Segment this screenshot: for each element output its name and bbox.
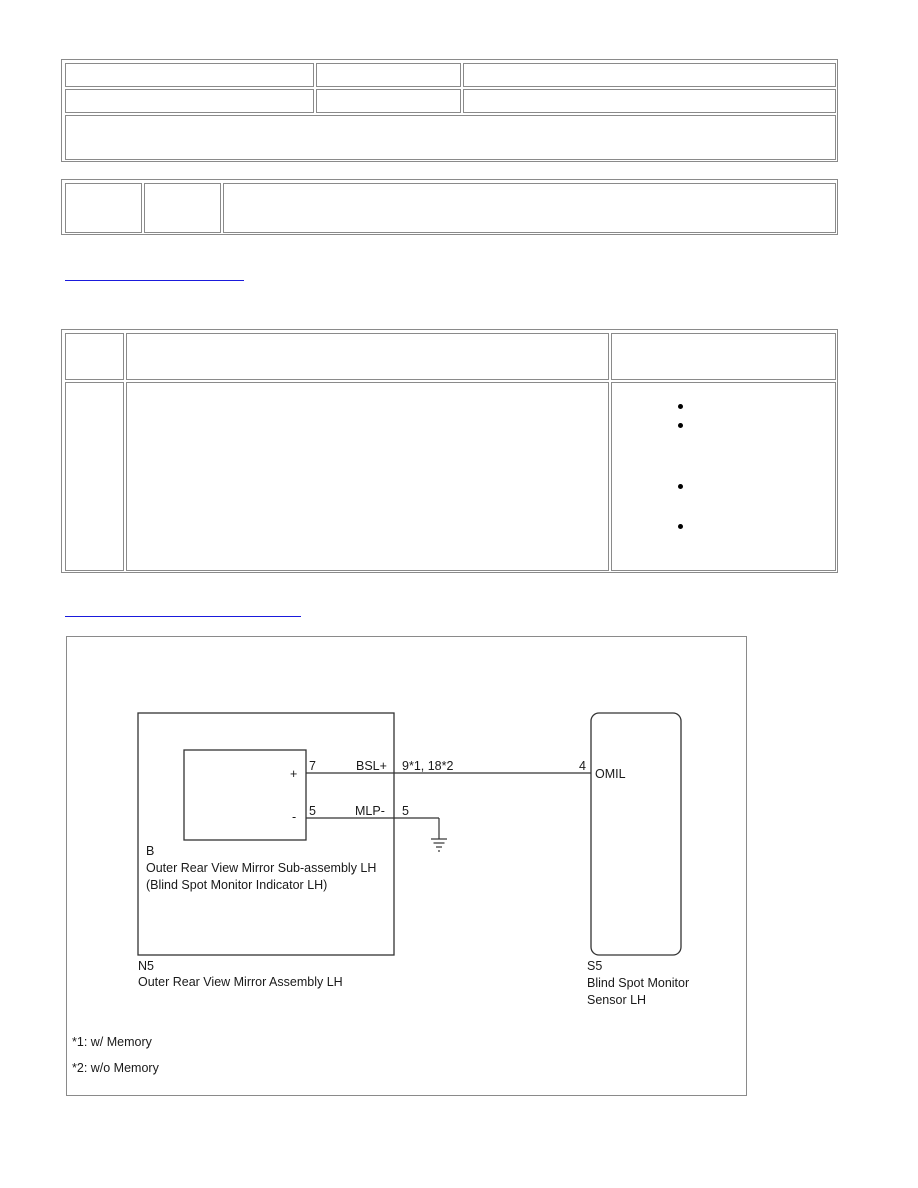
table2-cell-c1 <box>65 183 142 233</box>
table1-cell-r2c1 <box>65 89 314 113</box>
sensor-pin-number: 4 <box>579 759 586 773</box>
minus-sign: - <box>292 810 296 824</box>
footnote-1: *1: w/ Memory <box>72 1035 153 1049</box>
pin-minus-number: 5 <box>309 804 316 818</box>
component-name-line2: (Blind Spot Monitor Indicator LH) <box>146 878 327 892</box>
assembly-name: Outer Rear View Mirror Assembly LH <box>138 975 343 989</box>
table1-cell-r1c3 <box>463 63 836 87</box>
sensor-name-line1: Blind Spot Monitor <box>587 976 689 990</box>
dtc-row-cell-3 <box>611 382 836 571</box>
mirror-assembly-box <box>137 712 395 956</box>
indicator-component-box <box>183 749 307 841</box>
dtc-header-cell-1 <box>65 333 124 380</box>
dtc-table <box>61 329 838 573</box>
plus-sign: + <box>290 767 297 781</box>
dtc-row-cell-1 <box>65 382 124 571</box>
sensor-terminal-label: OMIL <box>595 767 626 781</box>
section-link-1-underline <box>65 280 244 281</box>
list-bullet <box>678 524 683 529</box>
table1-cell-r2c3 <box>463 89 836 113</box>
ground-icon <box>431 838 447 852</box>
component-connector-code: B <box>146 844 154 858</box>
table1-cell-r1c1 <box>65 63 314 87</box>
wire-top-pins: 9*1, 18*2 <box>402 759 453 773</box>
component-name-line1: Outer Rear View Mirror Sub-assembly LH <box>146 861 376 875</box>
wiring-diagram: + - 7 5 BSL+ 9*1, 18*2 MLP- 5 4 OMIL B O… <box>66 636 747 1096</box>
sensor-connector-code: S5 <box>587 959 602 973</box>
section-link-2[interactable] <box>65 598 301 616</box>
table1-cell-r1c2 <box>316 63 461 87</box>
list-bullet <box>678 404 683 409</box>
section-link-2-underline <box>65 616 301 617</box>
dtc-header-cell-3 <box>611 333 836 380</box>
dtc-header-cell-2 <box>126 333 609 380</box>
table1-cell-r3 <box>65 115 836 160</box>
assembly-connector-code: N5 <box>138 959 154 973</box>
footnote-2: *2: w/o Memory <box>72 1061 160 1075</box>
wire-bottom-pin: 5 <box>402 804 409 818</box>
dtc-row-cell-2 <box>126 382 609 571</box>
table1-cell-r2c2 <box>316 89 461 113</box>
list-bullet <box>678 423 683 428</box>
table2-cell-c2 <box>144 183 221 233</box>
info-table-2 <box>61 179 838 235</box>
list-bullet <box>678 484 683 489</box>
section-link-1[interactable] <box>65 262 244 280</box>
sensor-box <box>590 712 682 956</box>
sensor-name-line2: Sensor LH <box>587 993 646 1007</box>
wire-bottom-label: MLP- <box>355 804 385 818</box>
info-table-1 <box>61 59 838 162</box>
wire-top-label: BSL+ <box>356 759 387 773</box>
table2-cell-c3 <box>223 183 836 233</box>
pin-plus-number: 7 <box>309 759 316 773</box>
